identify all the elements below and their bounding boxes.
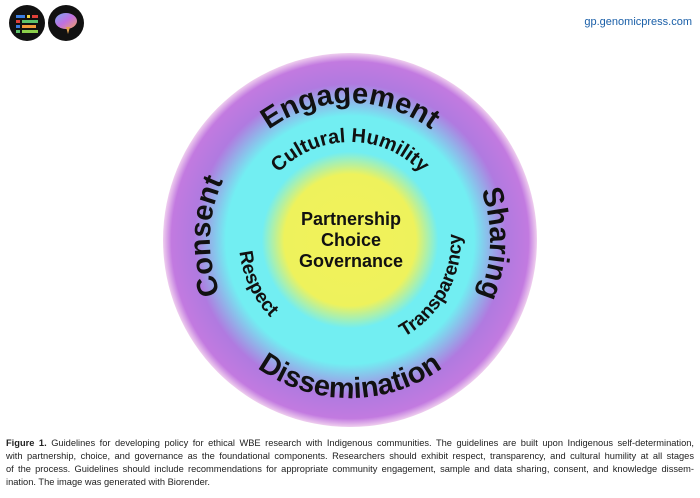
caption-line: of the process. Guidelines should includ… <box>6 464 694 474</box>
center-label-governance: Governance <box>299 251 403 271</box>
caption-line: with partnership, choice, and governance… <box>6 451 694 461</box>
caption-line: Figure 1. Guidelines for developing poli… <box>6 438 694 448</box>
genomic-logo-icon <box>9 5 45 41</box>
outer-ring <box>163 53 537 427</box>
brain-logo-icon <box>48 5 84 41</box>
guidelines-diagram: Engagement Sharing Consent Dissemination… <box>163 53 537 427</box>
caption-line: ination. The image was generated with Bi… <box>6 477 210 487</box>
journal-logos <box>9 5 84 41</box>
center-label-choice: Choice <box>321 230 381 250</box>
center-label-partnership: Partnership <box>301 209 401 229</box>
caption-label: Figure 1. <box>6 438 47 448</box>
journal-url[interactable]: gp.genomicpress.com <box>584 16 692 28</box>
figure-caption: Figure 1. Guidelines for developing poli… <box>6 437 694 489</box>
